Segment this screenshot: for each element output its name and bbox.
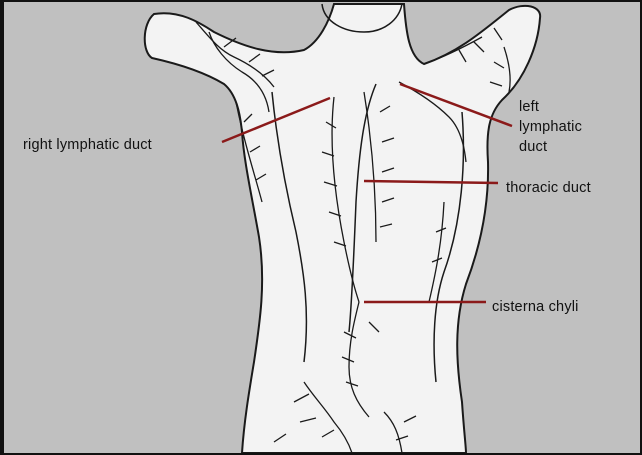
label-right-lymphatic-duct: right lymphatic duct [23, 136, 152, 154]
lymphatic-system-illustration [4, 2, 640, 453]
label-thoracic-duct: thoracic duct [506, 179, 591, 197]
label-cisterna-chyli: cisterna chyli [492, 298, 579, 316]
label-left-lymphatic-duct: left lymphatic duct [519, 97, 591, 157]
